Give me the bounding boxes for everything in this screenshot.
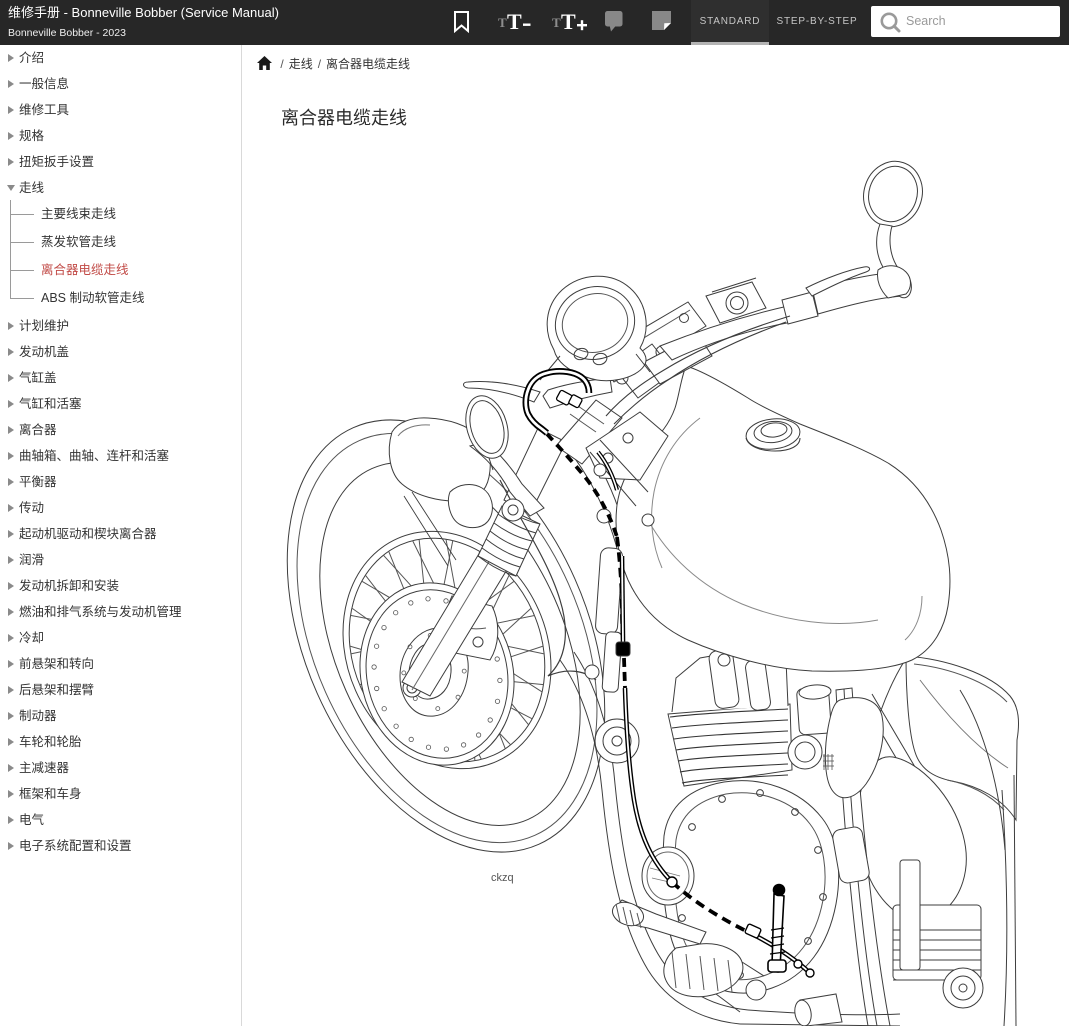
svg-text:T: T <box>507 9 522 34</box>
svg-text:T: T <box>498 15 507 30</box>
svg-text:T: T <box>552 15 561 30</box>
svg-text:T: T <box>561 9 576 34</box>
